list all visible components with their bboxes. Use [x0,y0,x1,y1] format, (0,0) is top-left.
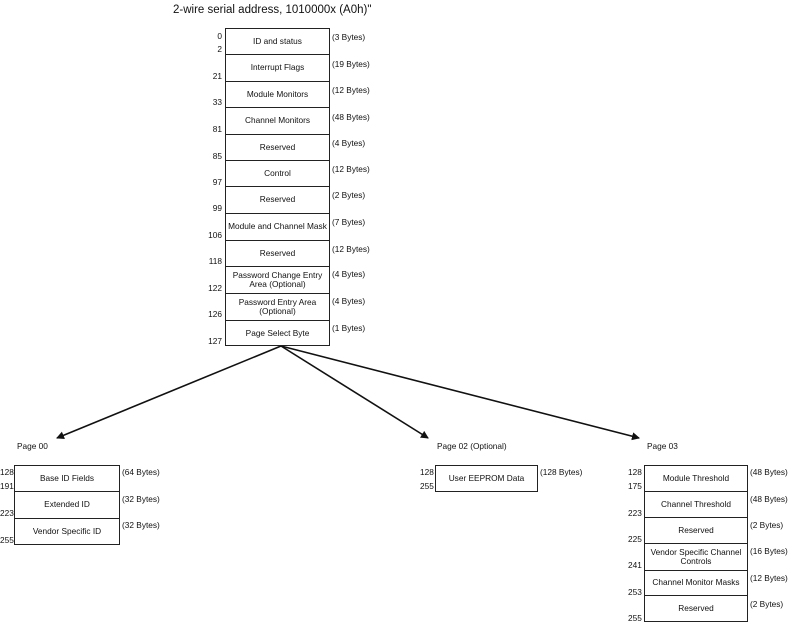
page03-title: Page 03 [647,441,678,451]
address-label: 255 [628,613,642,623]
byte-size-label: (12 Bytes) [750,573,788,583]
address-label: 118 [208,256,222,266]
byte-size-label: (12 Bytes) [332,164,370,174]
byte-size-label: (2 Bytes) [750,599,784,609]
diagram-title: 2-wire serial address, 1010000x (A0h)" [173,4,372,16]
byte-size-label: (4 Bytes) [332,269,366,279]
page00-memory-map: Base ID Fields Extended ID Vendor Specif… [14,465,120,545]
address-label: 99 [212,203,222,213]
byte-size-label: (19 Bytes) [332,59,370,69]
address-label: 127 [208,336,222,346]
byte-size-label: (4 Bytes) [332,138,366,148]
address-label: 128 [420,467,434,477]
page00-title: Page 00 [17,441,48,451]
byte-size-label: (48 Bytes) [332,112,370,122]
map-cell: ID and status [226,29,329,55]
byte-size-label: (1 Bytes) [332,323,366,333]
map-cell: Password Change Entry Area (Optional) [226,267,329,294]
arrow-to-page00 [56,345,282,440]
map-cell: Channel Threshold [645,492,747,518]
byte-size-label: (16 Bytes) [750,546,788,556]
address-label: 223 [628,508,642,518]
address-label: 85 [212,151,222,161]
arrow-to-page02 [280,345,429,439]
byte-size-label: (32 Bytes) [122,520,160,530]
byte-size-label: (2 Bytes) [750,520,784,530]
map-cell: Reserved [226,187,329,214]
address-label: 126 [208,309,222,319]
map-cell: Reserved [678,603,714,614]
address-label: 122 [208,283,222,293]
address-label: 255 [0,535,14,545]
address-label: 191 [0,481,14,491]
arrow-to-page03 [280,345,640,441]
map-cell: Reserved [226,135,329,161]
address-label: 223 [0,508,14,518]
map-cell: Reserved [645,518,747,544]
address-label: 81 [212,124,222,134]
map-cell: Module and Channel Mask [226,214,329,241]
byte-size-label: (7 Bytes) [332,217,366,227]
map-cell: User EEPROM Data [448,472,525,483]
byte-size-label: (64 Bytes) [122,467,160,477]
map-cell: Vendor Specific Channel Controls [645,544,747,571]
map-cell: Channel Monitor Masks [645,571,747,596]
byte-size-label: (4 Bytes) [332,296,366,306]
map-cell: Module Monitors [226,82,329,108]
address-label: 97 [212,177,222,187]
address-label: 2 [217,44,222,54]
map-cell: Module Threshold [645,466,747,492]
map-cell: Reserved [226,241,329,267]
address-label: 255 [420,481,434,491]
map-cell: Control [226,161,329,187]
map-cell: Password Entry Area (Optional) [226,294,329,321]
page03-memory-map: Module Threshold Channel Threshold Reser… [644,465,748,622]
page02-memory-map: User EEPROM Data [435,465,538,492]
address-label: 225 [628,534,642,544]
address-label: 241 [628,560,642,570]
address-label: 106 [208,230,222,240]
byte-size-label: (128 Bytes) [540,467,583,477]
map-cell: Extended ID [15,492,119,519]
byte-size-label: (3 Bytes) [332,32,366,42]
byte-size-label: (48 Bytes) [750,467,788,477]
address-label: 128 [0,467,14,477]
address-label: 0 [217,31,222,41]
map-cell: Page Select Byte [245,327,310,338]
lower-memory-map: ID and status Interrupt Flags Module Mon… [225,28,330,346]
address-label: 253 [628,587,642,597]
map-cell: Channel Monitors [226,108,329,135]
byte-size-label: (32 Bytes) [122,494,160,504]
address-label: 21 [212,71,222,81]
map-cell: Base ID Fields [15,466,119,492]
address-label: 175 [628,481,642,491]
byte-size-label: (12 Bytes) [332,85,370,95]
byte-size-label: (12 Bytes) [332,244,370,254]
byte-size-label: (2 Bytes) [332,190,366,200]
map-cell: Vendor Specific ID [32,526,102,537]
address-label: 33 [212,97,222,107]
byte-size-label: (48 Bytes) [750,494,788,504]
address-label: 128 [628,467,642,477]
page02-title: Page 02 (Optional) [437,441,507,451]
map-cell: Interrupt Flags [226,55,329,82]
